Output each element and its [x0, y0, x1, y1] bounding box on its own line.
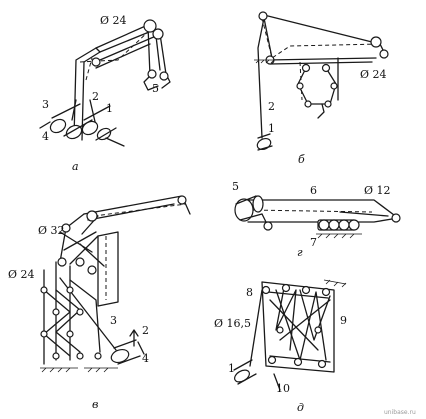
panel-d-label-1: 1 [228, 362, 235, 375]
panel-d-label-9: 9 [340, 314, 347, 327]
panel-a-label-2: 2 [92, 90, 99, 103]
panel-v-label-2: 2 [142, 324, 149, 337]
panel-g [234, 195, 401, 239]
panel-v-labels: Ø 32 Ø 24 2 3 4 в [8, 224, 149, 411]
panel-b-labels: Ø 24 1 2 б [268, 68, 387, 166]
panel-v [40, 195, 191, 373]
panel-g-label-7: 7 [310, 236, 317, 249]
panel-b-caption: б [298, 153, 305, 166]
panel-d-caption: д [297, 401, 304, 414]
watermark: unibase.ru [384, 409, 416, 416]
panel-a-label-3: 3 [42, 98, 49, 111]
panel-v-diameter-32-label: Ø 32 [38, 224, 65, 237]
panel-d-label-8: 8 [246, 286, 253, 299]
panel-d-labels: 8 9 Ø 16,5 1 10 д [214, 286, 347, 414]
panel-d-label-10: 10 [276, 382, 290, 395]
panel-d-diameter-label: Ø 16,5 [214, 317, 251, 330]
panel-b-label-1: 1 [268, 122, 275, 135]
panel-b-diameter-label: Ø 24 [360, 68, 387, 81]
panel-g-diameter-label: Ø 12 [364, 184, 391, 197]
panel-v-caption: в [92, 398, 98, 411]
panel-a [39, 19, 171, 147]
panel-g-labels: 5 6 Ø 12 7 г [232, 180, 391, 259]
panel-g-label-6: 6 [310, 184, 317, 197]
panel-a-label-4: 4 [42, 130, 49, 143]
panel-a-diameter-label: Ø 24 [100, 14, 127, 27]
panel-d [233, 279, 347, 391]
panel-v-diameter-24-label: Ø 24 [8, 268, 35, 281]
panel-v-label-3: 3 [110, 314, 117, 327]
panel-a-label-5: 5 [152, 82, 159, 95]
panel-a-label-1: 1 [106, 102, 113, 115]
panel-g-caption: г [297, 246, 303, 259]
panel-a-caption: а [72, 160, 79, 173]
panel-b-label-2: 2 [268, 100, 275, 113]
panel-v-label-4: 4 [142, 352, 149, 365]
panel-a-labels: Ø 24 1 2 3 4 5 а [42, 14, 159, 173]
panel-b [254, 11, 389, 151]
panel-g-label-5: 5 [232, 180, 239, 193]
